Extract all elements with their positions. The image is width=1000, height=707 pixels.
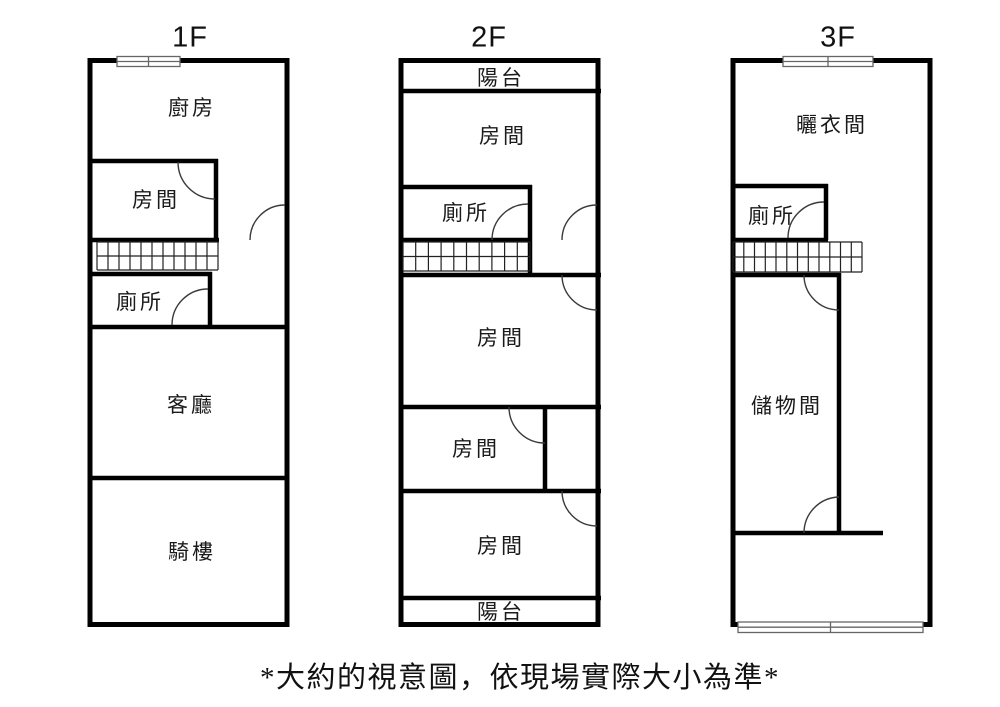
outer-wall-3f bbox=[730, 58, 933, 627]
room-label-2f-bedroom-2: 房間 bbox=[477, 326, 525, 350]
floor-plan-1f bbox=[87, 55, 290, 627]
floor-plan-2f bbox=[398, 58, 601, 627]
room-label-2f-toilet: 廁所 bbox=[442, 201, 490, 225]
room-label-3f-toilet: 廁所 bbox=[748, 204, 796, 228]
room-label-2f-bedroom-4: 房間 bbox=[477, 534, 525, 558]
room-label-1f-arcade: 騎樓 bbox=[168, 540, 216, 564]
inner-walls-2f bbox=[399, 88, 601, 601]
inner-walls-1f bbox=[88, 158, 287, 481]
room-label-2f-balcony-bottom: 陽台 bbox=[477, 600, 525, 624]
room-label-3f-drying-room: 曬衣間 bbox=[796, 113, 868, 137]
room-label-3f-storage-room: 儲物間 bbox=[751, 394, 823, 418]
room-label-2f-bedroom-1: 房間 bbox=[479, 124, 527, 148]
room-label-2f-bedroom-3: 房間 bbox=[452, 437, 500, 461]
floor-title-2f: 2F bbox=[471, 21, 507, 54]
disclaimer-caption: *大約的視意圖，依現場實際大小為準* bbox=[259, 662, 781, 694]
door-arc-icons-1f bbox=[171, 161, 286, 326]
floor-title-3f: 3F bbox=[820, 21, 856, 54]
room-label-1f-living-room: 客廳 bbox=[167, 393, 215, 417]
room-label-1f-bedroom: 房間 bbox=[132, 188, 180, 212]
inner-walls-3f bbox=[731, 183, 883, 536]
room-label-1f-toilet: 廁所 bbox=[116, 290, 164, 314]
door-arc-icons-2f bbox=[491, 203, 598, 527]
floor-plan-3f bbox=[730, 55, 933, 634]
floor-title-1f: 1F bbox=[172, 21, 208, 54]
outer-wall-2f bbox=[398, 58, 601, 627]
window-icon-3f-top bbox=[782, 55, 874, 68]
outer-wall-1f bbox=[87, 58, 290, 627]
room-label-2f-balcony-top: 陽台 bbox=[477, 66, 525, 90]
door-arc-icons-3f bbox=[787, 201, 840, 534]
window-icon-1f-top bbox=[116, 55, 181, 68]
window-icon-3f-bottom bbox=[737, 621, 924, 634]
stairs-icon-2f bbox=[402, 241, 531, 272]
stairs-icon-1f bbox=[96, 241, 219, 271]
room-label-1f-kitchen: 廚房 bbox=[168, 96, 216, 120]
stairs-icon-3f bbox=[732, 241, 863, 273]
